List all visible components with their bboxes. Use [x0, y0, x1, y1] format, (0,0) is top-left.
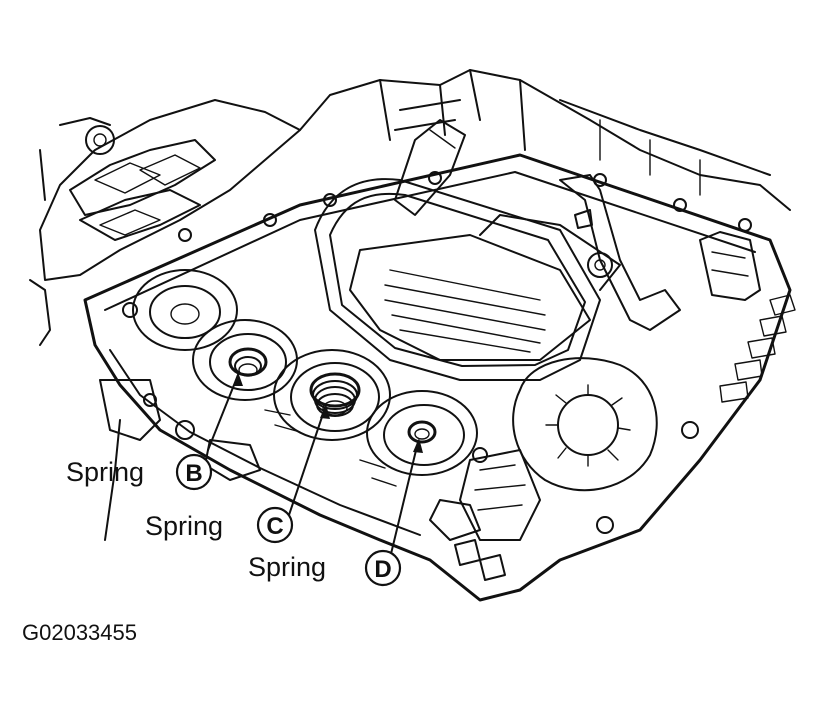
- callout-letter: D: [374, 556, 391, 583]
- callout-label: Spring: [145, 511, 223, 541]
- callout-label: Spring: [248, 552, 326, 582]
- callout-spring-c: Spring C: [145, 506, 294, 544]
- leader-lines: [207, 372, 423, 559]
- oil-tube: [314, 119, 601, 381]
- callout-letter: C: [266, 513, 283, 540]
- accumulator-bore-b: [192, 319, 298, 401]
- accumulator-bore-c: [273, 349, 391, 441]
- sensor-bracket: [559, 174, 681, 331]
- accumulator-bore-1: [132, 269, 238, 351]
- accumulator-bore-d: [366, 390, 478, 476]
- spring-b: [228, 347, 268, 377]
- callout-label: Spring: [66, 457, 144, 487]
- spring-d: [407, 420, 437, 444]
- lower-left-details: [99, 379, 506, 581]
- strainer-cover: [349, 214, 621, 361]
- callout-spring-d: Spring D: [248, 549, 402, 587]
- right-edge-links: [699, 231, 796, 403]
- callout-spring-b: Spring B: [66, 453, 213, 491]
- spring-c: [309, 372, 361, 417]
- round-cover: [459, 357, 658, 541]
- figure-code: G02033455: [22, 620, 137, 645]
- callout-letter: B: [185, 460, 202, 487]
